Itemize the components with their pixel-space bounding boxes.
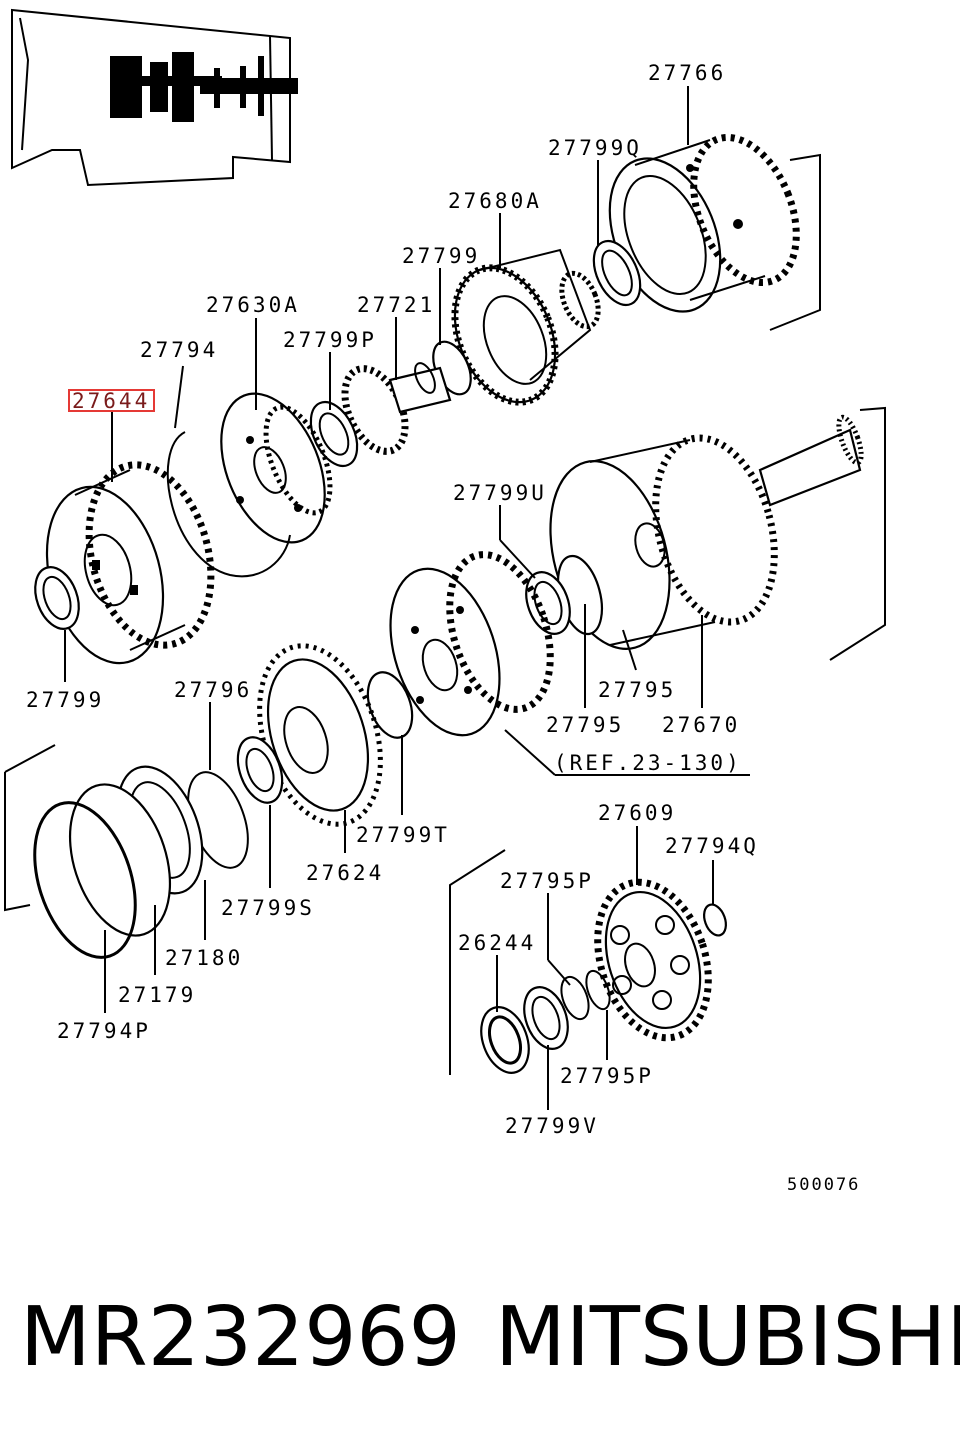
snap-ring-27795P-bot [585, 969, 611, 1011]
snap-ring-27795P-top [560, 975, 590, 1021]
label-27799-left: 27799 [26, 688, 104, 712]
label-27180: 27180 [165, 946, 243, 970]
caption-part-number: MR232969 [20, 1290, 461, 1385]
label-27721: 27721 [357, 293, 435, 317]
planetary-carrier-27680A [451, 248, 601, 406]
label-27799P: 27799P [283, 328, 377, 352]
label-27630A: 27630A [206, 293, 300, 317]
reaction-plate-27630A [220, 392, 333, 544]
transmission-locator-thumbnail [11, 8, 298, 187]
label-27624: 27624 [306, 861, 384, 885]
thrust-washer-27799-left [34, 566, 80, 630]
label-27644-highlighted: 27644 [72, 389, 150, 413]
washer-27799V [523, 986, 569, 1050]
snap-ring-27799Q [592, 239, 642, 307]
label-27799Q: 27799Q [548, 136, 642, 160]
thrust-washer-27799P [309, 400, 359, 468]
label-27680A: 27680A [448, 189, 542, 213]
sun-gear-27721 [341, 362, 452, 455]
label-ref-23-130: (REF.23-130) [554, 751, 742, 775]
snap-ring-27794Q [703, 903, 727, 937]
clutch-hub-27644 [45, 461, 215, 665]
leader-lines [64, 86, 750, 1110]
seal-27179 [68, 783, 172, 937]
label-27799T: 27799T [356, 823, 450, 847]
label-27799S: 27799S [221, 896, 315, 920]
label-27609: 27609 [598, 801, 676, 825]
snap-ring-27794P [4, 744, 137, 959]
clutch-drum-ref [389, 551, 554, 737]
label-27794P: 27794P [57, 1019, 151, 1043]
label-27799-top: 27799 [402, 244, 480, 268]
label-26244: 26244 [458, 931, 536, 955]
label-27795P-top: 27795P [500, 869, 594, 893]
label-27179: 27179 [118, 983, 196, 1007]
label-27794: 27794 [140, 338, 218, 362]
label-27795-a: 27795 [598, 678, 676, 702]
caption-brand: MITSUBISHI [495, 1290, 960, 1385]
part-labels: 27766 27799Q 27680A 27799 27630A 27721 2… [26, 61, 759, 1138]
label-27796: 27796 [174, 678, 252, 702]
label-27799V: 27799V [505, 1114, 599, 1138]
label-27799U: 27799U [453, 481, 547, 505]
highlight-box [68, 389, 155, 412]
thrust-washer-27799U [525, 571, 571, 635]
gear-27624 [257, 643, 383, 827]
label-27795P-bot: 27795P [560, 1064, 654, 1088]
label-27794Q: 27794Q [665, 834, 759, 858]
diagram-code: 500076 [787, 1175, 860, 1195]
bearing-26244 [449, 849, 530, 1075]
gear-27609 [594, 878, 712, 1042]
label-27795-b: 27795 [546, 713, 624, 737]
label-27670: 27670 [662, 713, 740, 737]
ring-27799S [236, 736, 284, 804]
label-27766: 27766 [648, 61, 726, 85]
